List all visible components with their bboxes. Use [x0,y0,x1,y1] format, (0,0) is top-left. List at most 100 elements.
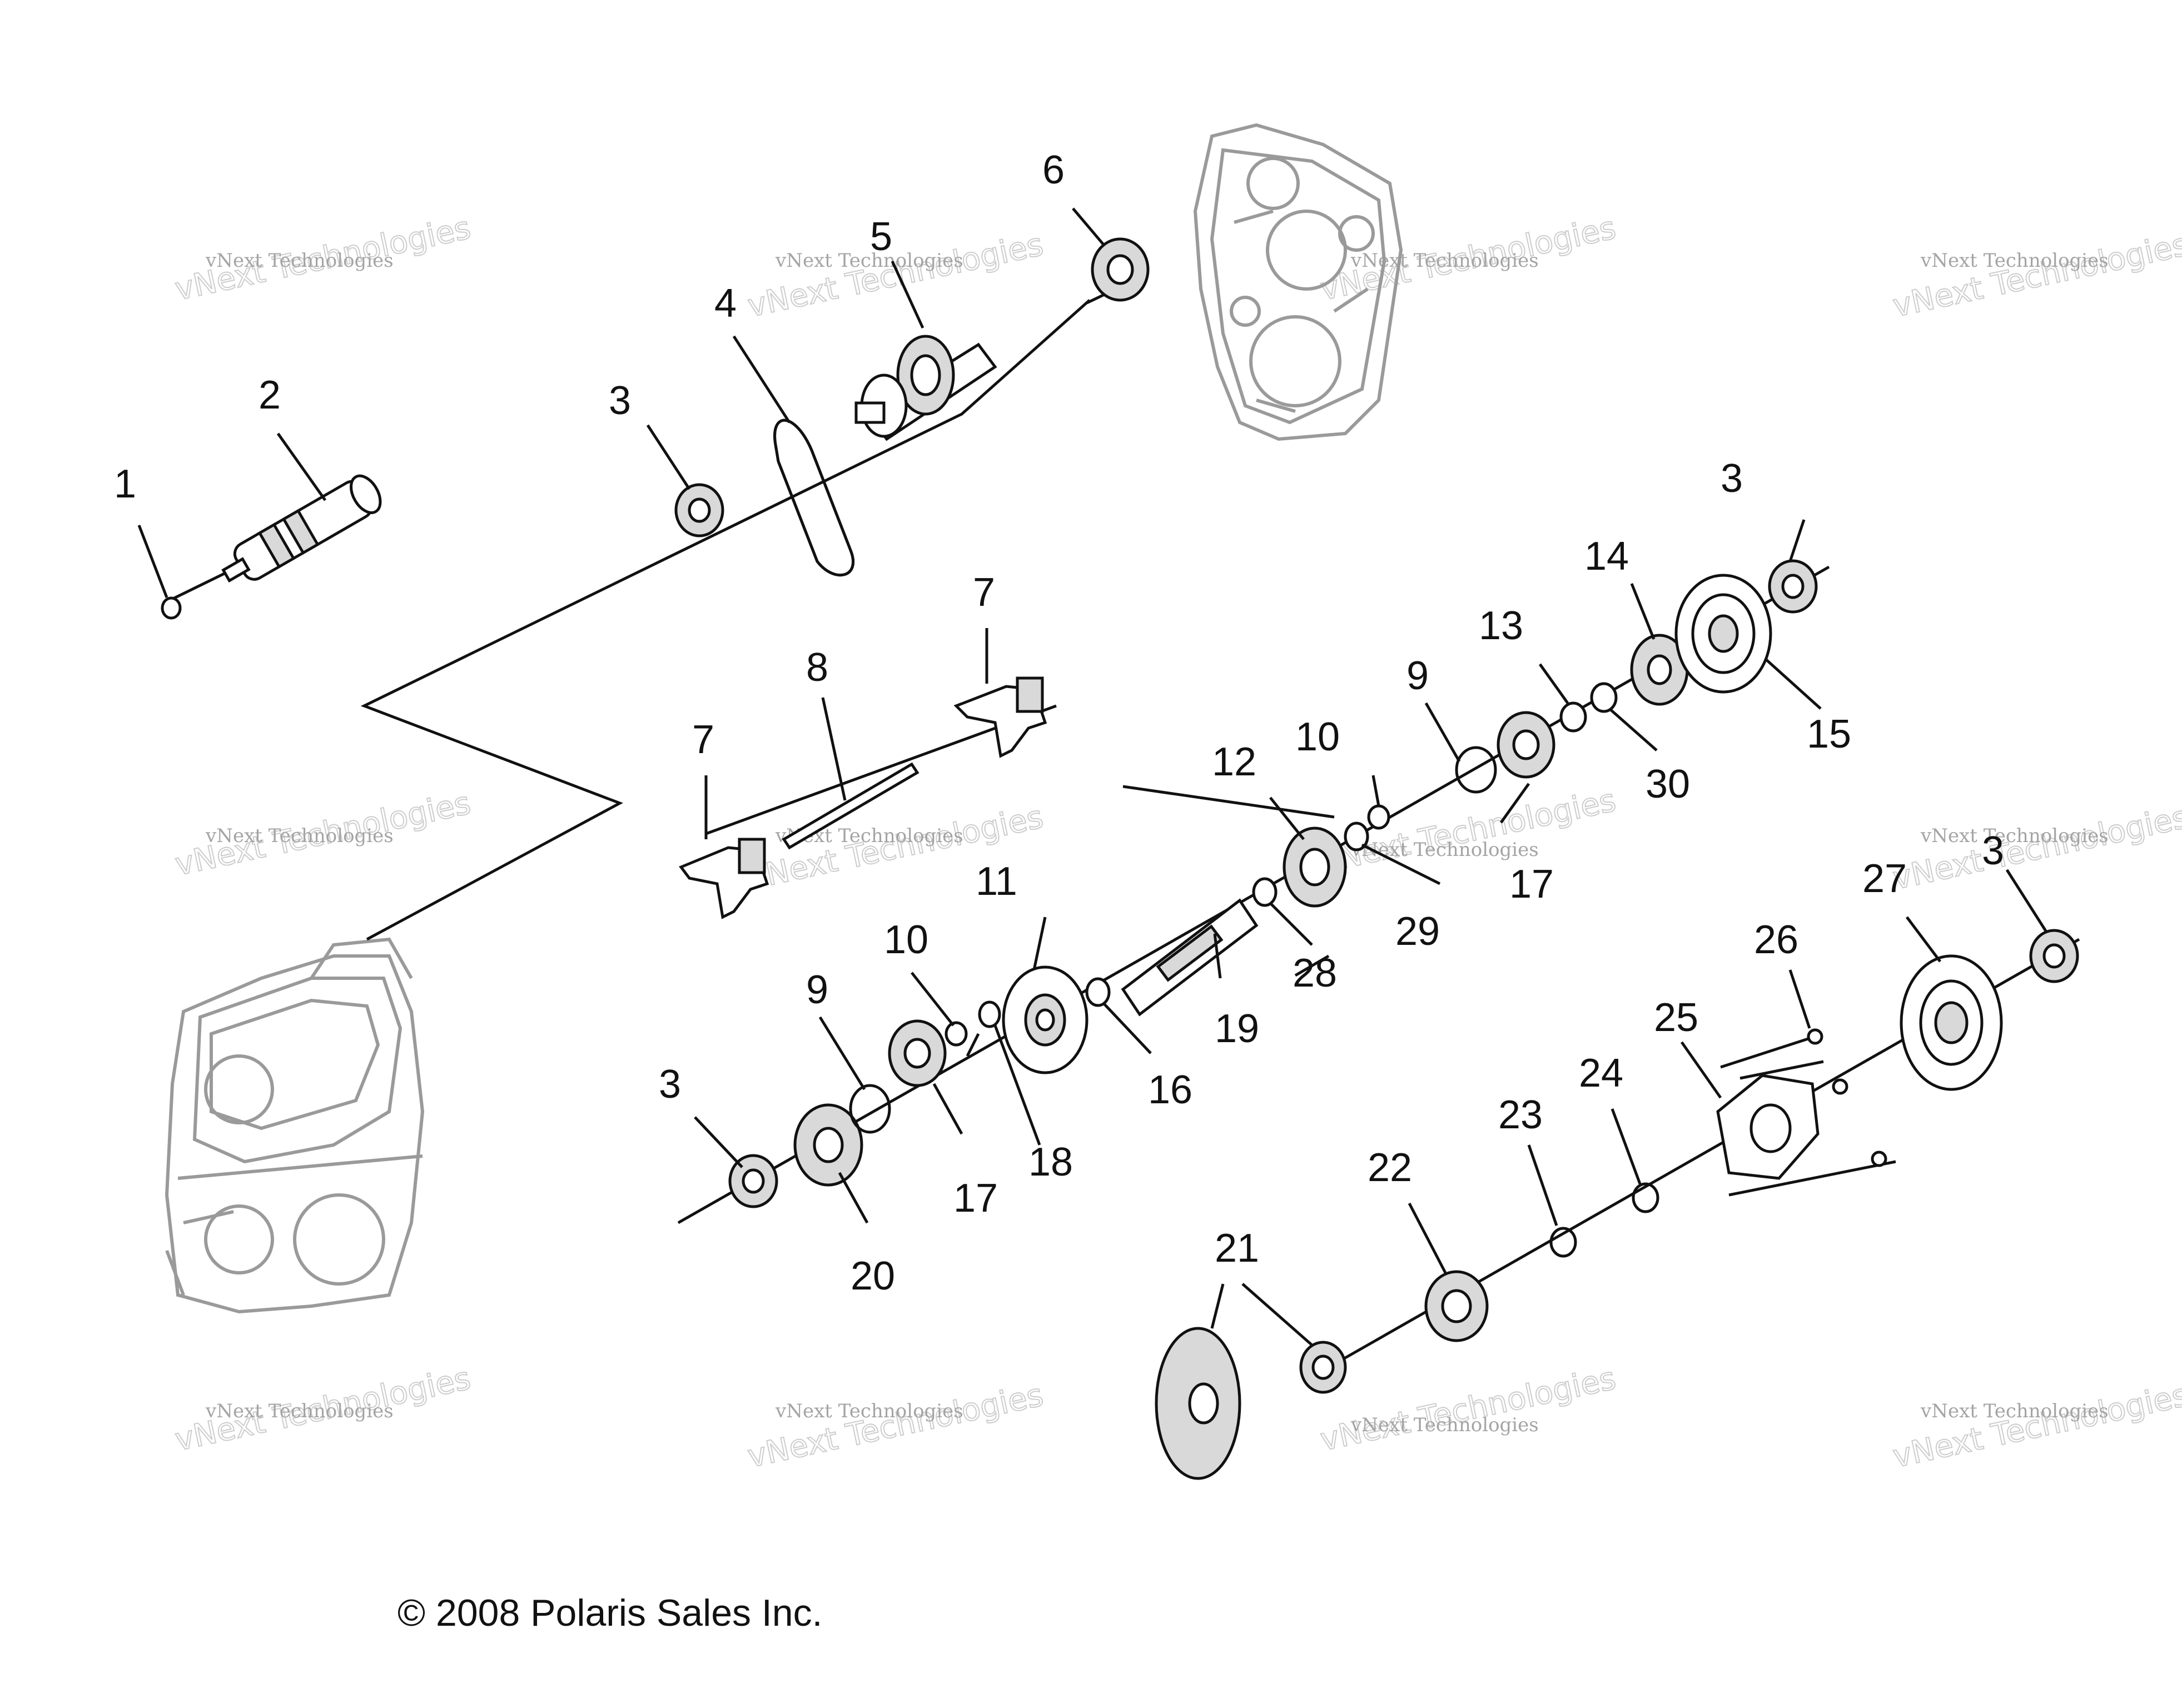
callout-3-b: 3 [659,1062,681,1107]
callout-20: 20 [851,1254,895,1298]
part-22-bearing [1424,1270,1489,1342]
part-3-bearing [674,483,724,537]
leader-lines [137,207,2047,1346]
callout-10: 10 [1295,715,1340,759]
part-9-washer [849,1084,891,1134]
part-12-gear [1283,826,1347,908]
callout-5: 5 [870,215,892,259]
watermark-text: vNext Technologies [775,1400,963,1422]
watermark: vNext Technologies [744,1377,1047,1476]
part-11-gear [1002,965,1088,1074]
callout-3: 3 [609,379,631,423]
callout-28: 28 [1293,951,1337,995]
part-10-washer [1367,804,1390,830]
callout-21: 21 [1215,1226,1259,1271]
callout-7-b: 7 [692,718,714,762]
callout-13: 13 [1479,604,1523,648]
part-27-large-gear [1900,954,2003,1091]
part-7-shift-fork-right [953,676,1047,758]
callout-8: 8 [806,645,828,690]
part-10-washer [945,1021,968,1047]
part-3-bearing [728,1154,778,1208]
part-26-bolts [1720,1028,1887,1167]
callout-1: 1 [114,462,136,506]
watermark: vNext Technologies [1889,1377,2182,1476]
callout-4: 4 [714,281,737,326]
part-9-washer [1455,746,1497,794]
part-19-output-shaft [1121,898,1259,1017]
callout-30: 30 [1646,762,1690,806]
callout-7: 7 [973,570,995,615]
watermark: vNext Technologies [1889,799,2182,898]
callout-2: 2 [259,373,281,417]
callout-25: 25 [1654,995,1698,1040]
watermark-outline-text: vNext Technologies [1317,1361,1619,1458]
callout-10-b: 10 [884,918,928,962]
transmission-case-drawing [165,937,425,1314]
callout-12: 12 [1212,740,1256,784]
cover-housing-drawing [1193,123,1403,441]
watermark-text: vNext Technologies [1920,250,2109,272]
watermark-outline-text: vNext Technologies [744,1377,1046,1475]
part-21-disc-and-nut [1155,1327,1347,1480]
watermark-text: vNext Technologies [205,250,394,272]
callout-15: 15 [1807,712,1851,756]
callout-9-b: 9 [806,968,828,1012]
part-6-bearing [1091,237,1150,302]
watermark-text: vNext Technologies [1350,250,1539,272]
callout-9: 9 [1406,654,1429,698]
watermark-outline-text: vNext Technologies [744,227,1046,325]
part-29-washer [1344,821,1369,851]
watermark: vNext Technologies [744,226,1047,325]
part-20-hub [793,1103,863,1187]
callout-19: 19 [1215,1007,1259,1051]
part-7-shift-fork-left [679,838,769,919]
part-23-ring [1549,1227,1577,1258]
part-24-ring [1632,1182,1659,1213]
callout-23: 23 [1498,1093,1543,1137]
watermark: vNext Technologies [1316,1360,1619,1459]
callout-16: 16 [1148,1068,1192,1112]
part-17-bearing [888,1019,947,1087]
callout-17-b: 17 [953,1176,998,1221]
callout-17: 17 [1509,862,1554,907]
callout-14: 14 [1584,534,1629,579]
part-5-drive-shaft-gear [854,335,997,441]
part-15-large-gear [1674,574,1772,694]
callout-27: 27 [1862,857,1907,901]
watermark-text: vNext Technologies [205,1400,394,1422]
watermark-text: vNext Technologies [205,825,394,847]
watermark-text: vNext Technologies [1350,1414,1539,1436]
part-17-bearing [1497,711,1555,779]
callout-18: 18 [1028,1140,1073,1184]
watermark-text: vNext Technologies [775,250,963,272]
part-4-chain [773,419,855,577]
copyright-notice: © 2008 Polaris Sales Inc. [397,1592,823,1634]
watermark: vNext Technologies [1889,226,2182,325]
watermarks: vNext Technologies vNext Technologies vN… [171,210,2182,1476]
watermark-text: vNext Technologies [1350,839,1539,861]
part-8-shift-rod [782,762,919,850]
watermark-text: vNext Technologies [1920,1400,2109,1422]
part-13-washer [1559,701,1587,733]
part-2-shift-shaft [221,474,382,583]
callout-3-c: 3 [1721,456,1743,501]
callout-labels: 1 2 3 4 5 6 7 7 8 9 10 12 13 14 3 15 30 … [114,148,2004,1298]
watermark-outline-text: vNext Technologies [1890,1377,2182,1475]
part-25-flange [1716,1074,1820,1180]
callout-22: 22 [1368,1146,1412,1190]
part-3-bearing [1768,559,1818,614]
callout-6: 6 [1042,148,1065,192]
watermark-outline-text: vNext Technologies [1890,227,2182,325]
part-28-washer [1252,877,1278,907]
callout-26: 26 [1754,918,1798,962]
part-3-bearing [2029,929,2079,983]
watermark-outline-text: vNext Technologies [1890,799,2182,897]
part-1-oring [161,596,182,620]
callout-24: 24 [1579,1051,1623,1095]
part-16-washer [1085,977,1111,1007]
watermark-text: vNext Technologies [1920,825,2109,847]
part-18-washer [978,1000,1001,1028]
callout-3-d: 3 [1982,829,2004,873]
